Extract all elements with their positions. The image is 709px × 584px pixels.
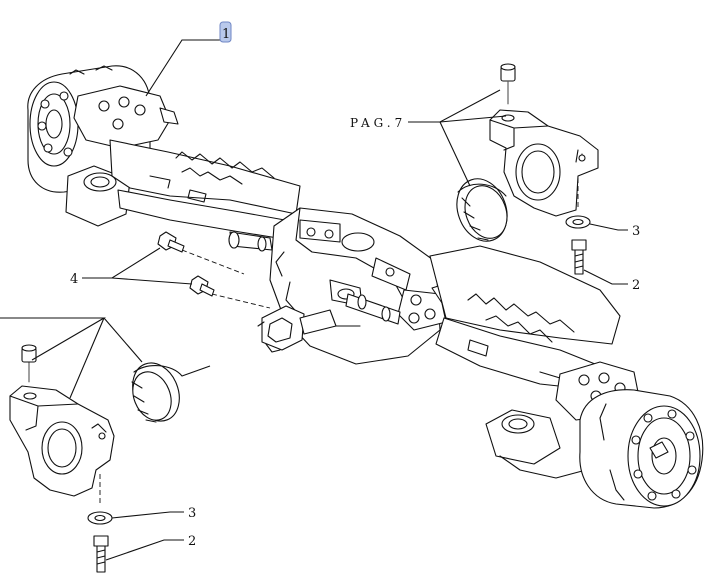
callout-3-right[interactable]: 3 [632,224,640,239]
callout-4[interactable]: 4 [70,272,78,287]
differential-housing [228,207,469,365]
right-axle-beam [429,245,621,391]
left-exploded-parts [9,344,183,573]
callout-labels: 1 PAG.7 3 2 4 3 2 [70,21,640,549]
callout-3-left[interactable]: 3 [188,506,196,521]
left-trunnion [65,85,179,227]
right-exploded-parts [456,63,599,275]
callout-1-highlight [219,21,232,43]
page-reference[interactable]: PAG.7 [350,116,406,130]
left-axle-beam [109,139,301,241]
callout-2-right[interactable]: 2 [632,278,640,293]
grease-fittings [157,231,271,309]
right-hub [579,389,704,509]
callout-1[interactable]: 1 [222,27,230,42]
callout-2-left[interactable]: 2 [188,534,196,549]
leader-lines [0,39,628,561]
